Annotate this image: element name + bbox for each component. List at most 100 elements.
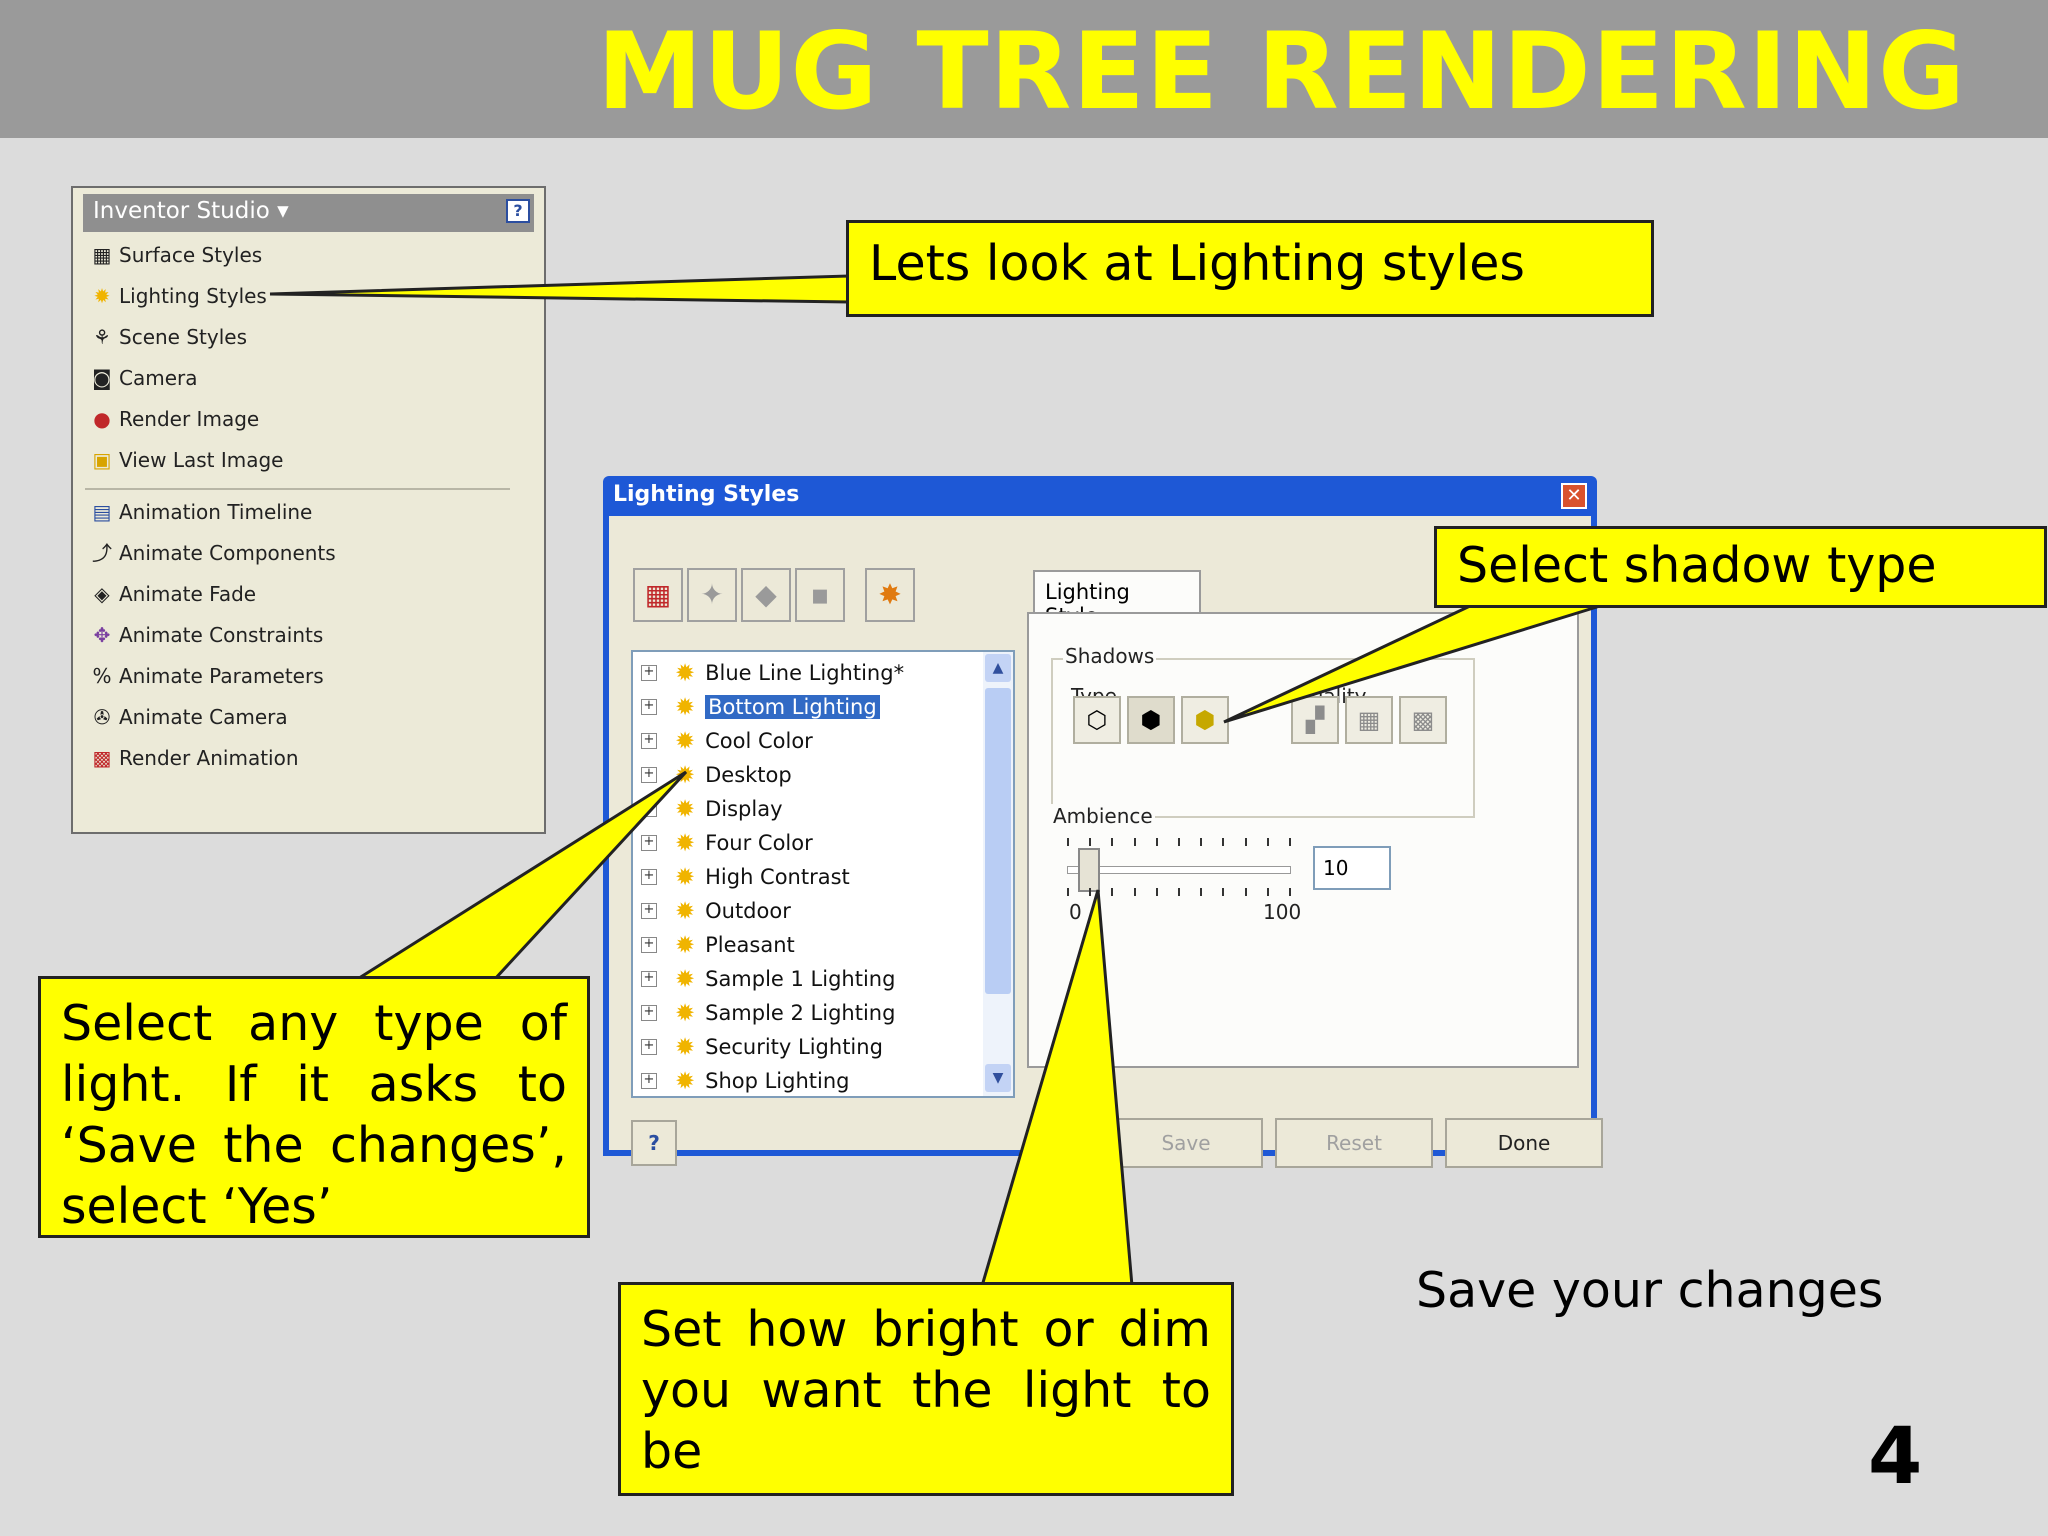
panel-item-render-animation[interactable]: ▩Render Animation	[89, 741, 299, 775]
expand-icon[interactable]: +	[641, 699, 657, 715]
expand-icon[interactable]: +	[641, 1039, 657, 1055]
camera-icon: ◙	[92, 366, 112, 390]
page-number: 4	[1868, 1412, 1923, 1502]
ground-shadows-icon[interactable]: ⬢	[1127, 696, 1175, 744]
list-item[interactable]: +✹Bottom Lighting	[641, 690, 880, 724]
panel-item-scene-styles[interactable]: ⚘Scene Styles	[89, 320, 247, 354]
list-item[interactable]: +✹Pleasant	[641, 928, 795, 962]
no-shadows-icon[interactable]: ⬡	[1073, 696, 1121, 744]
reset-button[interactable]: Reset	[1275, 1118, 1433, 1168]
panel-item-camera[interactable]: ◙Camera	[89, 361, 197, 395]
help-icon[interactable]: ?	[506, 199, 530, 223]
title-bar	[0, 0, 2048, 138]
delete-light-icon[interactable]: ▪	[795, 568, 845, 622]
lighting-style-list[interactable]: +✹Blue Line Lighting*+✹Bottom Lighting+✹…	[631, 650, 1015, 1098]
panel-item-animate-parameters[interactable]: %Animate Parameters	[89, 659, 323, 693]
expand-icon[interactable]: +	[641, 767, 657, 783]
list-item[interactable]: +✹Display	[641, 792, 783, 826]
list-item[interactable]: +✹Security Lighting	[641, 1030, 883, 1064]
done-button[interactable]: Done	[1445, 1118, 1603, 1168]
list-item[interactable]: +✹High Contrast	[641, 860, 850, 894]
slider-tick	[1222, 888, 1225, 896]
list-item[interactable]: +✹Blue Line Lighting*	[641, 656, 904, 690]
page-title: MUG TREE RENDERING	[596, 10, 1966, 133]
list-item[interactable]: +✹Cool Color	[641, 724, 813, 758]
slider-tick	[1067, 838, 1069, 846]
scroll-up-icon[interactable]: ▲	[985, 654, 1011, 682]
panel-item-animate-components[interactable]: ⤴Animate Components	[89, 536, 336, 570]
low-quality-icon[interactable]: ▞	[1291, 696, 1339, 744]
help-button[interactable]: ?	[631, 1120, 677, 1166]
dialog-body: ▦ ✦ ◆ ▪ ✸ +✹Blue Line Lighting*+✹Bottom …	[609, 516, 1603, 1168]
object-shadows-icon[interactable]: ⬢	[1181, 696, 1229, 744]
list-item[interactable]: + ✹ Sample 2 Lighting	[641, 996, 895, 1030]
panel-header[interactable]: Inventor Studio ▾ ?	[83, 194, 534, 232]
light-sun-icon: ✹	[675, 965, 696, 993]
high-quality-icon[interactable]: ▩	[1399, 696, 1447, 744]
list-item[interactable]: +✹Four Color	[641, 826, 813, 860]
panel-item-animate-constraints[interactable]: ✥Animate Constraints	[89, 618, 324, 652]
expand-icon[interactable]: +	[641, 1073, 657, 1089]
view-last-image-icon: ▣	[92, 448, 112, 472]
shadows-label: Shadows	[1063, 644, 1157, 668]
tab-lighting-style[interactable]: Lighting Style	[1033, 570, 1201, 628]
callout-select-light: Select any type of light. If it asks to …	[38, 976, 590, 1238]
panel-title[interactable]: Inventor Studio ▾	[93, 198, 289, 224]
close-icon[interactable]: ✕	[1561, 483, 1587, 509]
light-sun-icon: ✹	[675, 659, 696, 687]
list-item-label: Sample 2 Lighting	[705, 1001, 896, 1025]
scroll-down-icon[interactable]: ▼	[985, 1064, 1011, 1092]
animate-camera-icon: ✇	[93, 705, 111, 729]
panel-item-view-last-image[interactable]: ▣View Last Image	[89, 443, 284, 477]
panel-item-animate-fade[interactable]: ◈Animate Fade	[89, 577, 256, 611]
panel-item-animation-timeline[interactable]: ▤Animation Timeline	[89, 495, 313, 529]
lighting-styles-dialog: Lighting Styles ✕ ▦ ✦ ◆ ▪ ✸ +✹Blue Line …	[603, 476, 1603, 1168]
light-sun-icon: ✹	[675, 999, 696, 1027]
animation-timeline-icon: ▤	[92, 500, 112, 524]
expand-icon[interactable]: +	[641, 801, 657, 817]
list-item-label: Display	[705, 797, 783, 821]
expand-icon[interactable]: +	[641, 971, 657, 987]
save-changes-note: Save your changes	[1416, 1262, 1884, 1319]
slider-tick	[1289, 838, 1291, 846]
panel-item-render-image[interactable]: ●Render Image	[89, 402, 259, 436]
slider-tick	[1155, 888, 1158, 896]
render-animation-icon: ▩	[92, 746, 112, 770]
expand-icon[interactable]: +	[641, 903, 657, 919]
expand-icon[interactable]: +	[641, 835, 657, 851]
expand-icon[interactable]: +	[641, 869, 657, 885]
panel-item-lighting-styles[interactable]: ✹Lighting Styles	[89, 279, 267, 313]
slider-max-label: 100	[1261, 900, 1304, 924]
expand-icon[interactable]: +	[641, 733, 657, 749]
list-item[interactable]: +✹Shop Lighting	[641, 1064, 849, 1096]
slider-tick	[1067, 888, 1069, 896]
inventor-studio-panel: Inventor Studio ▾ ? ▦Surface Styles ✹Lig…	[71, 186, 546, 834]
ambience-slider-thumb[interactable]	[1078, 848, 1101, 892]
save-button[interactable]: Save	[1109, 1118, 1263, 1168]
surface-styles-icon: ▦	[92, 243, 112, 267]
list-item-label: Bottom Lighting	[705, 695, 880, 719]
medium-quality-icon[interactable]: ▦	[1345, 696, 1393, 744]
expand-icon[interactable]: +	[641, 665, 657, 681]
light-sun-icon: ✹	[675, 931, 696, 959]
add-light-icon[interactable]: ✦	[687, 568, 737, 622]
list-item[interactable]: +✹Desktop	[641, 758, 792, 792]
panel-item-animate-camera[interactable]: ✇Animate Camera	[89, 700, 288, 734]
slider-tick	[1178, 888, 1180, 896]
list-item[interactable]: +✹Outdoor	[641, 894, 791, 928]
slider-min-label: 0	[1067, 900, 1084, 924]
list-item[interactable]: +✹Sample 1 Lighting	[641, 962, 895, 996]
panel-item-surface-styles[interactable]: ▦Surface Styles	[89, 238, 263, 272]
light-sun-icon: ✹	[675, 897, 696, 925]
animate-parameters-icon: %	[92, 664, 112, 688]
expand-icon[interactable]: +	[641, 937, 657, 953]
ambience-input[interactable]: 10	[1313, 846, 1391, 890]
expand-icon[interactable]: +	[641, 1005, 657, 1021]
new-style-icon[interactable]: ▦	[633, 568, 683, 622]
slider-tick	[1200, 838, 1203, 846]
list-scrollbar[interactable]: ▲▼	[983, 652, 1013, 1096]
ambience-slider-track[interactable]	[1067, 866, 1291, 874]
light-type-icon[interactable]: ◆	[741, 568, 791, 622]
scroll-thumb[interactable]	[985, 688, 1011, 994]
import-style-icon[interactable]: ✸	[865, 568, 915, 622]
